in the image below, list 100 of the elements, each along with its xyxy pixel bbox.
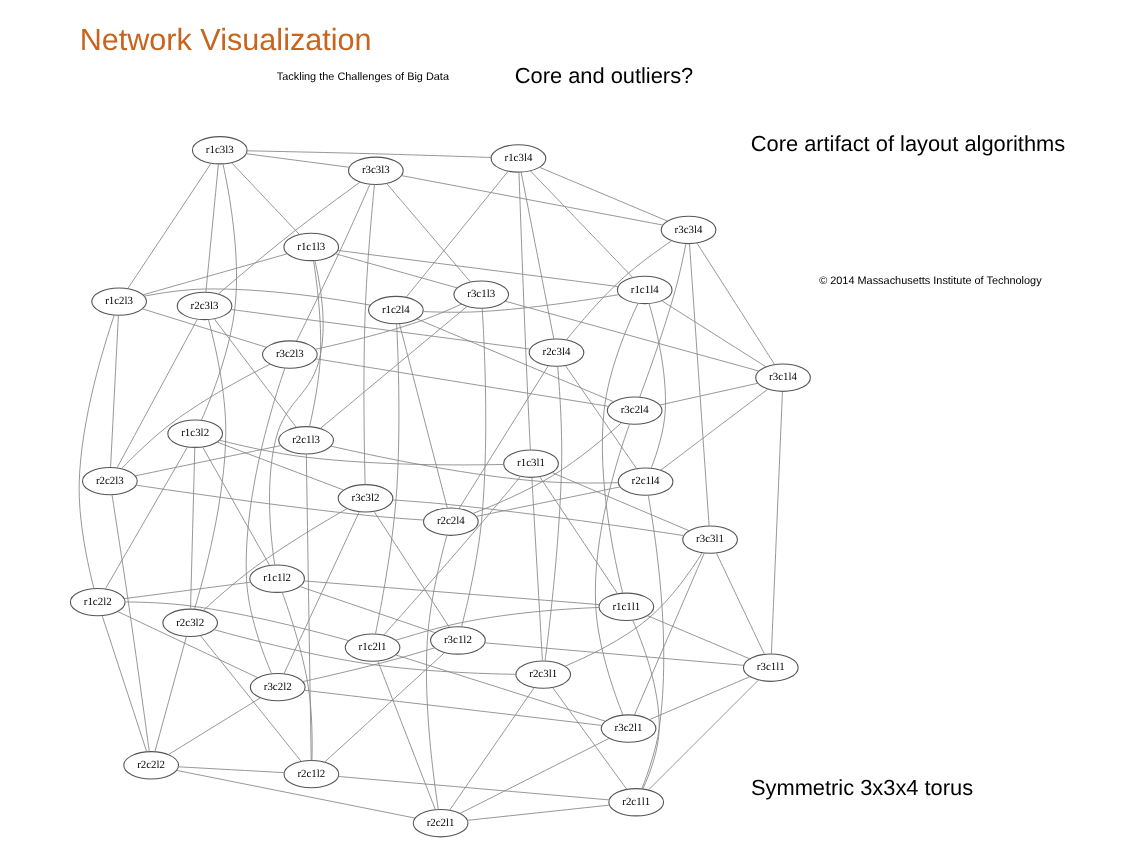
label: Core artifact of layout algorithms xyxy=(749,132,1065,157)
connector xyxy=(394,654,605,722)
connector xyxy=(391,499,684,536)
connector xyxy=(415,318,613,403)
connector xyxy=(336,250,618,287)
connector xyxy=(120,363,270,469)
connector xyxy=(593,423,629,716)
connector xyxy=(167,697,260,755)
connector xyxy=(465,804,609,821)
connector xyxy=(204,163,218,293)
connector xyxy=(333,253,457,289)
connector xyxy=(659,388,768,471)
connector xyxy=(217,181,360,295)
connector xyxy=(695,242,774,365)
connector xyxy=(688,243,709,527)
connector xyxy=(193,319,226,610)
connector xyxy=(201,446,269,566)
connector xyxy=(142,288,370,306)
connector xyxy=(301,647,435,683)
connector xyxy=(280,591,312,761)
connector xyxy=(329,445,618,484)
connector xyxy=(551,687,627,790)
connector xyxy=(715,552,764,655)
connector xyxy=(303,580,599,606)
connector xyxy=(640,494,664,789)
connector xyxy=(110,494,149,752)
connector xyxy=(319,306,467,429)
connector xyxy=(245,150,491,158)
connector xyxy=(647,303,665,469)
connector xyxy=(230,162,299,235)
connector xyxy=(134,484,424,521)
connector xyxy=(141,308,266,348)
label: Core and outliers? xyxy=(513,64,693,89)
connector xyxy=(382,476,520,636)
connector xyxy=(189,447,195,610)
connector xyxy=(372,511,449,628)
connector xyxy=(153,636,186,753)
connector xyxy=(483,642,744,666)
connector xyxy=(647,679,758,791)
connector xyxy=(425,535,447,810)
connector xyxy=(550,472,689,532)
connector xyxy=(308,260,321,428)
connector xyxy=(215,441,344,491)
connector xyxy=(564,365,636,470)
connector xyxy=(295,183,370,342)
connector xyxy=(376,660,435,810)
connector xyxy=(600,302,638,594)
connector xyxy=(400,175,663,226)
connector xyxy=(660,300,766,368)
connector xyxy=(116,611,258,679)
connector xyxy=(323,652,444,763)
connector xyxy=(126,163,211,289)
connector xyxy=(648,676,750,720)
connector xyxy=(229,309,530,350)
connector xyxy=(397,323,447,509)
connector xyxy=(314,358,608,407)
connector xyxy=(421,294,619,313)
connector xyxy=(543,366,562,662)
connector xyxy=(177,766,284,774)
connector xyxy=(658,382,758,406)
connector xyxy=(394,607,599,641)
connector xyxy=(212,318,296,428)
connector xyxy=(448,687,534,811)
connector xyxy=(517,172,530,451)
connector xyxy=(503,300,759,372)
connector xyxy=(199,163,236,421)
connector xyxy=(244,367,285,675)
connector xyxy=(133,445,281,477)
connector xyxy=(458,737,609,814)
connector xyxy=(460,308,486,628)
connector xyxy=(471,422,621,514)
connector xyxy=(457,365,548,509)
connector xyxy=(109,314,118,468)
connector xyxy=(304,453,311,761)
connector xyxy=(175,770,415,819)
connector xyxy=(374,323,399,635)
connector xyxy=(529,170,633,279)
connector xyxy=(633,552,704,716)
connector xyxy=(199,635,301,762)
connector xyxy=(538,476,617,595)
connector xyxy=(122,581,251,600)
connector xyxy=(631,619,659,789)
connector xyxy=(404,170,508,298)
connector xyxy=(385,183,470,283)
connector xyxy=(201,508,347,612)
connector xyxy=(565,240,672,341)
diagram-title: Network Visualization xyxy=(78,24,371,58)
connector xyxy=(474,486,620,517)
connector xyxy=(218,439,503,466)
connector xyxy=(100,615,147,752)
connector xyxy=(77,314,114,589)
connector xyxy=(302,689,602,726)
connector xyxy=(103,446,187,590)
connector xyxy=(563,552,702,667)
connector xyxy=(268,260,323,566)
connector xyxy=(530,477,542,661)
connector xyxy=(313,303,461,350)
connector xyxy=(537,166,667,222)
connector xyxy=(769,391,782,655)
label: Symmetric 3x3x4 torus xyxy=(749,776,973,801)
